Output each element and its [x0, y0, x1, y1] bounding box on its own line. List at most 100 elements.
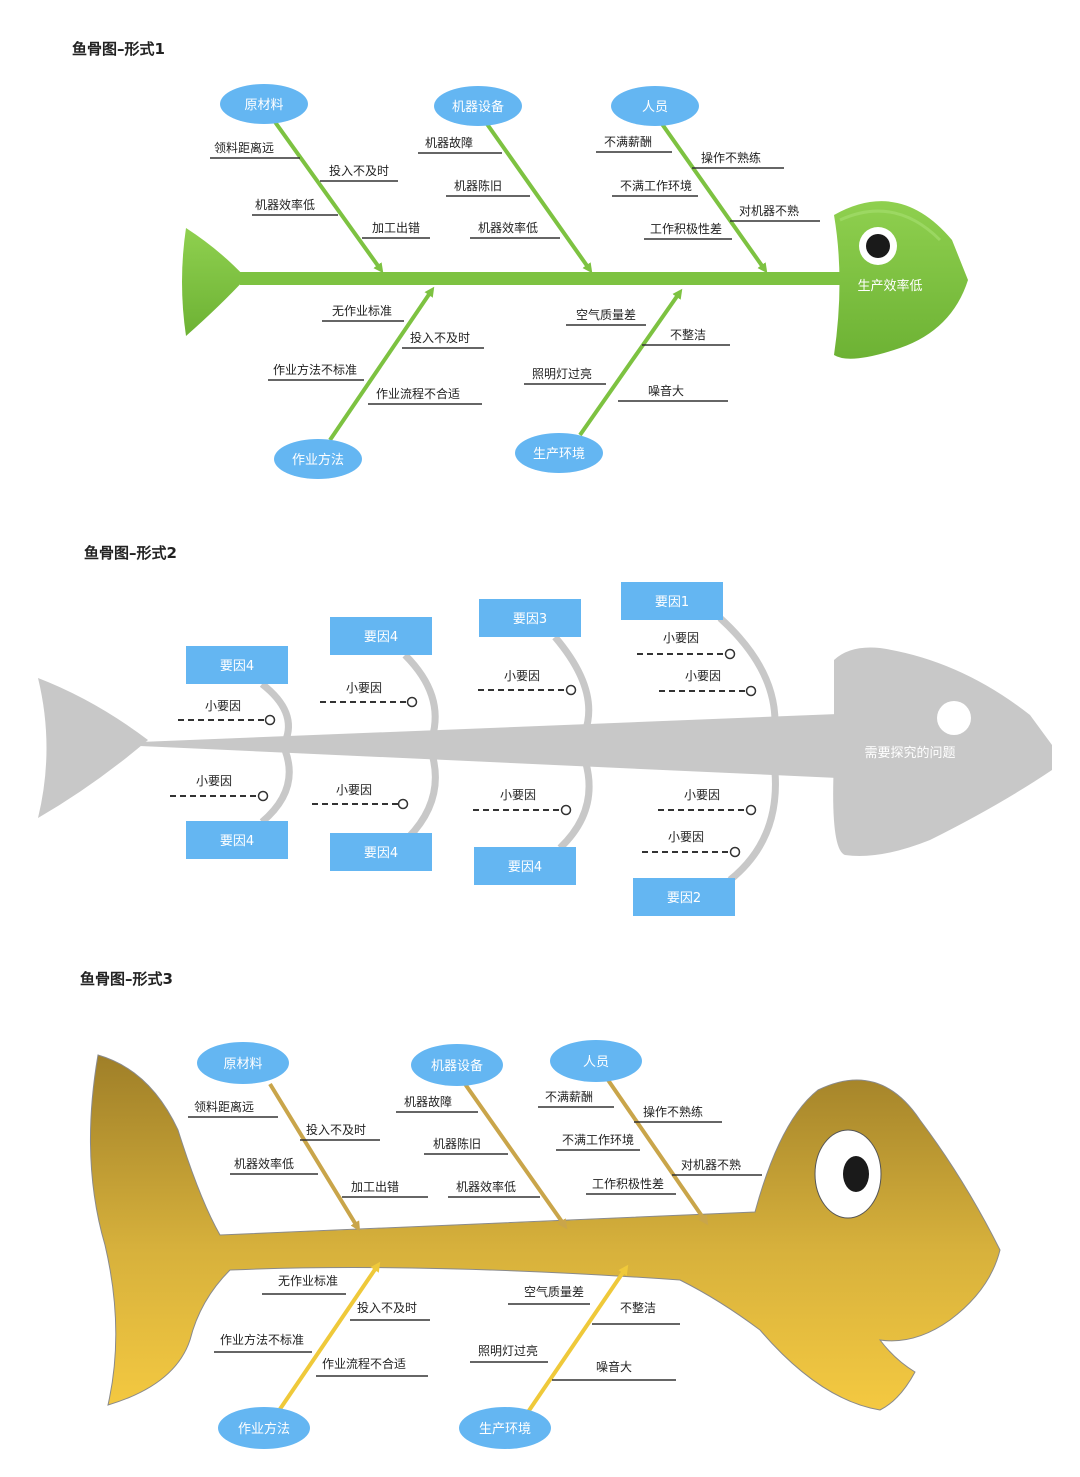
main-cause-box: 要因4	[186, 821, 288, 859]
svg-text:不整洁: 不整洁	[670, 327, 706, 342]
eye-icon	[937, 701, 971, 735]
svg-text:作业流程不合适: 作业流程不合适	[376, 386, 460, 401]
head-label: 需要探究的问题	[864, 745, 955, 761]
svg-text:小要因: 小要因	[685, 669, 721, 683]
cause-people: 人员	[611, 86, 699, 126]
cause-materials: 原材料	[220, 84, 308, 124]
svg-text:作业方法: 作业方法	[292, 452, 344, 468]
svg-text:小要因: 小要因	[663, 631, 699, 645]
svg-text:要因2: 要因2	[667, 891, 701, 906]
fish-spine	[140, 714, 838, 778]
svg-text:小要因: 小要因	[205, 699, 241, 713]
svg-text:照明灯过亮: 照明灯过亮	[532, 366, 592, 381]
sub-cause: 小要因	[637, 631, 736, 660]
svg-text:机器效率低: 机器效率低	[255, 197, 315, 212]
sub-cause: 机器效率低	[470, 220, 560, 239]
sub-cause: 不满薪酬	[596, 135, 672, 153]
sub-cause: 无作业标准	[322, 304, 404, 322]
svg-text:要因4: 要因4	[364, 630, 398, 645]
svg-text:投入不及时: 投入不及时	[410, 330, 470, 345]
svg-text:要因4: 要因4	[220, 834, 254, 849]
svg-text:操作不熟练: 操作不熟练	[701, 150, 761, 165]
sub-cause: 对机器不熟	[672, 1157, 762, 1176]
cause-people: 人员	[550, 1040, 642, 1082]
sub-cause: 投入不及时	[300, 1122, 380, 1141]
main-cause-box: 要因4	[474, 847, 576, 885]
sub-cause: 空气质量差	[566, 307, 646, 326]
svg-text:空气质量差: 空气质量差	[576, 307, 636, 322]
sub-cause: 加工出错	[362, 221, 430, 239]
sub-cause: 作业方法不标准	[214, 1332, 312, 1353]
svg-text:生产环境: 生产环境	[479, 1422, 531, 1437]
svg-text:机器故障: 机器故障	[404, 1094, 452, 1109]
cause-materials: 原材料	[197, 1042, 289, 1084]
svg-text:加工出错: 加工出错	[351, 1180, 399, 1194]
fishbone-diagram-1: 生产效率低 原材料 机器设备 人员 作业方法 生产环境 领料距离远 投入不及时 …	[182, 84, 968, 479]
diagram2-title: 鱼骨图–形式2	[84, 544, 177, 562]
svg-text:无作业标准: 无作业标准	[278, 1274, 338, 1288]
fishbone-diagram-2: 需要探究的问题 要因4 要因4 要因3 要因1 要因4 要因4 要因4 要因2 …	[38, 582, 1052, 916]
main-cause-box: 要因4	[186, 646, 288, 684]
sub-cause: 机器故障	[418, 135, 502, 154]
svg-text:不满工作环境: 不满工作环境	[562, 1132, 634, 1147]
svg-text:机器效率低: 机器效率低	[234, 1156, 294, 1171]
svg-text:领料距离远: 领料距离远	[194, 1099, 254, 1114]
svg-text:小要因: 小要因	[346, 681, 382, 695]
diagram1-title: 鱼骨图–形式1	[72, 40, 165, 58]
svg-text:机器效率低: 机器效率低	[478, 220, 538, 235]
svg-text:投入不及时: 投入不及时	[306, 1122, 366, 1137]
cause-machines: 机器设备	[411, 1044, 503, 1086]
head-label: 生产效率低	[857, 278, 922, 294]
sub-cause: 投入不及时	[402, 330, 484, 349]
svg-text:工作积极性差: 工作积极性差	[650, 222, 722, 236]
svg-text:要因3: 要因3	[513, 612, 547, 627]
svg-text:噪音大: 噪音大	[596, 1359, 632, 1374]
sub-cause: 小要因	[170, 774, 269, 802]
sub-cause: 机器效率低	[448, 1179, 540, 1198]
cause-machines: 机器设备	[434, 86, 522, 126]
sub-cause: 操作不熟练	[692, 150, 784, 169]
sub-cause: 不整洁	[592, 1300, 680, 1325]
sub-cause: 领料距离远	[210, 140, 300, 159]
main-cause-box: 要因4	[330, 833, 432, 871]
sub-cause: 投入不及时	[350, 1300, 430, 1321]
svg-text:噪音大: 噪音大	[648, 383, 684, 398]
svg-text:机器效率低: 机器效率低	[456, 1179, 516, 1194]
svg-text:小要因: 小要因	[336, 783, 372, 797]
svg-text:机器陈旧: 机器陈旧	[454, 178, 502, 193]
sub-cause: 机器陈旧	[424, 1136, 508, 1155]
svg-text:投入不及时: 投入不及时	[357, 1300, 417, 1315]
svg-text:不满薪酬: 不满薪酬	[604, 135, 652, 149]
svg-text:照明灯过亮: 照明灯过亮	[478, 1343, 538, 1358]
sub-cause: 照明灯过亮	[470, 1343, 548, 1363]
svg-text:不整洁: 不整洁	[620, 1300, 656, 1315]
sub-cause: 投入不及时	[320, 163, 398, 182]
svg-text:小要因: 小要因	[196, 774, 232, 788]
main-cause-box: 要因1	[621, 582, 723, 620]
sub-cause: 不满工作环境	[556, 1132, 640, 1151]
svg-text:工作积极性差: 工作积极性差	[592, 1177, 664, 1191]
sub-cause: 作业方法不标准	[268, 362, 364, 381]
sub-cause: 机器故障	[396, 1094, 478, 1113]
svg-text:原材料: 原材料	[244, 98, 283, 113]
main-cause-box: 要因2	[633, 878, 735, 916]
svg-text:不满工作环境: 不满工作环境	[620, 178, 692, 193]
svg-text:对机器不熟: 对机器不熟	[739, 203, 799, 218]
fish-head	[833, 647, 1052, 856]
sub-cause: 机器效率低	[230, 1156, 318, 1175]
cause-methods: 作业方法	[218, 1407, 310, 1449]
svg-text:原材料: 原材料	[223, 1057, 262, 1072]
sub-cause: 对机器不熟	[730, 203, 820, 222]
fish-body	[89, 1054, 1001, 1411]
svg-text:生产环境: 生产环境	[533, 447, 585, 462]
svg-text:人员: 人员	[583, 1055, 609, 1070]
svg-text:作业方法不标准: 作业方法不标准	[273, 362, 357, 377]
sub-cause: 小要因	[658, 788, 757, 816]
svg-text:小要因: 小要因	[504, 669, 540, 683]
sub-cause: 无作业标准	[262, 1274, 346, 1295]
cause-environment: 生产环境	[515, 433, 603, 473]
sub-cause: 操作不熟练	[634, 1104, 722, 1123]
fish-tail	[182, 228, 246, 336]
main-cause-box: 要因4	[330, 617, 432, 655]
svg-text:作业流程不合适: 作业流程不合适	[322, 1356, 406, 1371]
